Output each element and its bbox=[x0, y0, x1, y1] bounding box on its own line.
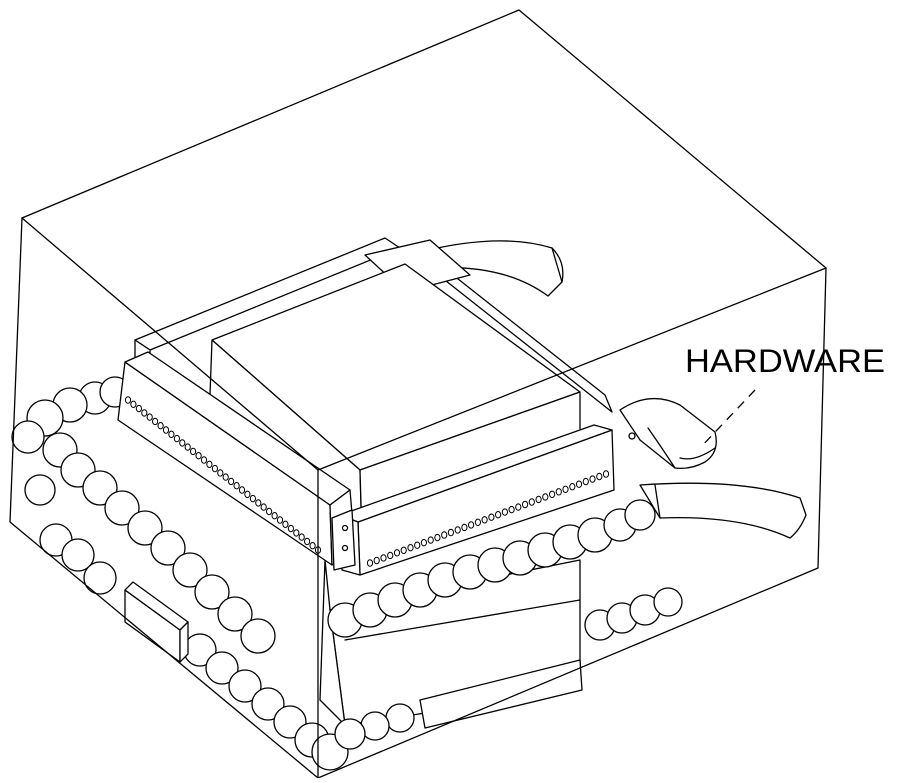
foam-hole bbox=[522, 500, 529, 509]
foam-hole bbox=[441, 531, 448, 539]
foam-hole bbox=[501, 508, 508, 516]
foam-hole bbox=[271, 512, 278, 520]
foam-hole bbox=[168, 430, 175, 438]
foam-hole bbox=[238, 486, 246, 494]
foam-hole bbox=[309, 542, 316, 550]
foam-hole bbox=[542, 493, 549, 501]
corner-bracket bbox=[331, 509, 356, 571]
foam-hole bbox=[461, 523, 468, 532]
foam-hole bbox=[555, 488, 562, 496]
foam-hole bbox=[515, 503, 522, 511]
foam-hole bbox=[146, 413, 153, 421]
foam-hole bbox=[152, 417, 159, 426]
packing-peanuts-left bbox=[11, 376, 349, 771]
foam-hole bbox=[162, 426, 170, 434]
foam-hole bbox=[528, 498, 535, 506]
foam-hole bbox=[366, 559, 374, 567]
foam-hole bbox=[414, 541, 421, 549]
shipping-box-back bbox=[21, 9, 827, 269]
foam-hole bbox=[582, 477, 589, 486]
foam-hole bbox=[179, 439, 186, 447]
shipping-box-front bbox=[9, 217, 827, 779]
foam-hole bbox=[569, 483, 576, 491]
foam-hole bbox=[454, 526, 461, 534]
foam-hole bbox=[211, 464, 218, 473]
foam-hole bbox=[447, 528, 454, 537]
foam-hole bbox=[130, 400, 137, 408]
foam-hole bbox=[508, 505, 515, 514]
foam-hole bbox=[141, 409, 148, 417]
foam-hole bbox=[228, 477, 235, 486]
foam-hole bbox=[380, 554, 387, 562]
foam-hole bbox=[304, 537, 311, 546]
packing-peanuts-right bbox=[327, 499, 683, 750]
foam-hole bbox=[124, 396, 132, 404]
foam-hole bbox=[222, 473, 229, 481]
foam-hole bbox=[217, 469, 224, 477]
foam-hole bbox=[255, 499, 262, 507]
foam-hole bbox=[549, 490, 556, 498]
foam-hole bbox=[244, 490, 251, 498]
foam-hole bbox=[434, 533, 441, 542]
foam-hole bbox=[184, 443, 191, 451]
foam-pad-right bbox=[639, 482, 807, 539]
foam-hole bbox=[282, 520, 289, 528]
foam-hole bbox=[400, 546, 407, 554]
foam-hole bbox=[488, 513, 495, 521]
foam-hole bbox=[157, 422, 164, 430]
foam-hole bbox=[420, 539, 427, 547]
foam-hole bbox=[173, 434, 180, 443]
foam-hole bbox=[535, 495, 542, 504]
device-frame bbox=[134, 237, 613, 413]
foam-hole bbox=[200, 456, 208, 464]
foam-hole bbox=[575, 480, 583, 488]
foam-holes-right bbox=[366, 470, 610, 567]
foam-hole bbox=[266, 507, 273, 516]
foam-hole bbox=[602, 470, 610, 478]
foam-pad-back bbox=[419, 240, 564, 297]
foam-hole bbox=[589, 475, 596, 483]
foam-hole bbox=[206, 460, 213, 468]
foam-hole bbox=[276, 516, 284, 524]
foam-hole bbox=[249, 494, 256, 503]
foam-hole bbox=[287, 524, 294, 533]
foam-hole bbox=[562, 485, 569, 493]
foam-hole bbox=[293, 529, 300, 537]
foam-hole bbox=[373, 556, 380, 565]
foam-hole bbox=[298, 533, 305, 541]
foam-hole bbox=[407, 544, 414, 552]
foam-hole bbox=[596, 472, 603, 481]
foam-hole bbox=[195, 452, 202, 460]
spacer-block-left bbox=[124, 581, 189, 663]
hardware-label: HARDWARE bbox=[685, 343, 885, 379]
foam-hole bbox=[474, 518, 481, 526]
foam-hole bbox=[393, 549, 401, 557]
foam-hole bbox=[427, 536, 434, 544]
hardware-bag bbox=[619, 397, 717, 470]
foam-hole bbox=[495, 511, 502, 519]
foam-hole bbox=[233, 482, 240, 490]
foam-hole bbox=[135, 404, 142, 413]
foam-hole bbox=[387, 551, 394, 560]
foam-hole bbox=[190, 447, 197, 456]
foam-hole bbox=[468, 521, 475, 529]
foam-hole bbox=[260, 503, 267, 511]
foam-holes-front bbox=[124, 396, 322, 554]
foam-hole bbox=[481, 516, 488, 524]
hardware-callout: HARDWARE bbox=[685, 343, 885, 449]
